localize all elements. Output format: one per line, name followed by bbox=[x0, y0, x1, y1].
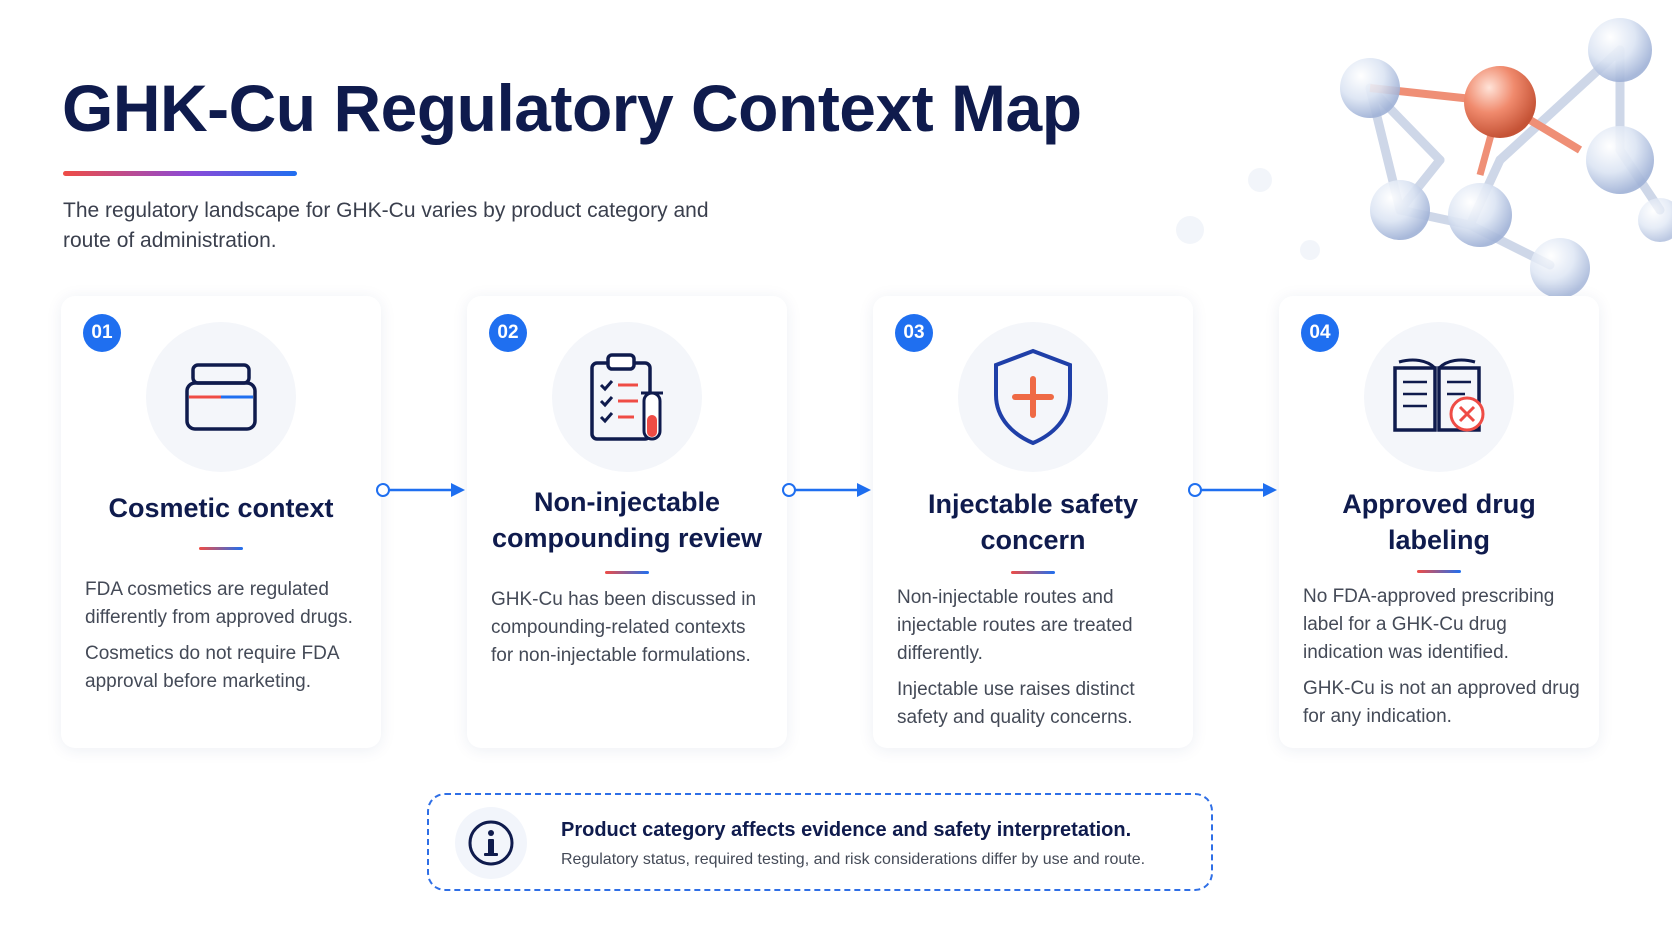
card-divider bbox=[1417, 570, 1461, 573]
step-card-injectable: 03 Injectable safety concern Non-injecta… bbox=[873, 296, 1193, 748]
callout-text: Regulatory status, required testing, and… bbox=[561, 851, 1146, 868]
card-body: GHK-Cu has been discussed in compounding… bbox=[491, 586, 769, 678]
book-x-icon bbox=[1393, 358, 1485, 432]
card-paragraph: No FDA-approved prescribing label for a … bbox=[1303, 586, 1555, 663]
card-title: Injectable safety concern bbox=[927, 489, 1139, 555]
key-takeaway-callout: Product category affects evidence and sa… bbox=[427, 793, 1213, 891]
card-body: FDA cosmetics are regulated differently … bbox=[85, 576, 363, 704]
flow-arrow-icon bbox=[376, 483, 465, 497]
card-divider bbox=[1011, 571, 1055, 574]
page-title: GHK-Cu Regulatory Context Map bbox=[62, 71, 1082, 145]
icon-backdrop bbox=[1364, 322, 1514, 472]
card-paragraph: GHK-Cu is not an approved drug for any i… bbox=[1303, 678, 1580, 727]
page-subtitle: The regulatory landscape for GHK-Cu vari… bbox=[63, 199, 709, 252]
icon-backdrop bbox=[958, 322, 1108, 472]
card-title: Non-injectable compounding review bbox=[491, 487, 763, 553]
info-icon bbox=[468, 820, 514, 866]
step-number-badge: 01 bbox=[83, 314, 121, 352]
card-paragraph: Injectable use raises distinct safety an… bbox=[897, 679, 1135, 728]
step-card-labeling: 04 Approved drug labeling No FDA-approve… bbox=[1279, 296, 1599, 748]
step-number-badge: 04 bbox=[1301, 314, 1339, 352]
step-card-cosmetic: 01 Cosmetic context FDA cosmetics are re… bbox=[61, 296, 381, 748]
card-paragraph: FDA cosmetics are regulated differently … bbox=[85, 579, 353, 628]
step-number-badge: 03 bbox=[895, 314, 933, 352]
card-paragraph: Cosmetics do not require FDA approval be… bbox=[85, 643, 339, 692]
card-paragraph: GHK-Cu has been discussed in compounding… bbox=[491, 589, 757, 666]
icon-backdrop bbox=[552, 322, 702, 472]
card-title: Cosmetic context bbox=[108, 493, 334, 523]
flow-arrow-icon bbox=[782, 483, 871, 497]
card-body: Non-injectable routes and injectable rou… bbox=[897, 584, 1175, 740]
cosmetic-jar-icon bbox=[185, 363, 257, 431]
card-paragraph: Non-injectable routes and injectable rou… bbox=[897, 587, 1133, 664]
card-title: Approved drug labeling bbox=[1342, 489, 1536, 555]
icon-backdrop bbox=[146, 322, 296, 472]
step-card-compounding: 02 Non-injectable compounding review GHK… bbox=[467, 296, 787, 748]
card-divider bbox=[199, 547, 243, 550]
step-number-badge: 02 bbox=[489, 314, 527, 352]
card-divider bbox=[605, 571, 649, 574]
card-body: No FDA-approved prescribing label for a … bbox=[1303, 583, 1581, 739]
icon-backdrop bbox=[455, 807, 527, 879]
shield-plus-icon bbox=[994, 348, 1072, 446]
title-underline bbox=[63, 171, 297, 176]
flow-arrow-icon bbox=[1188, 483, 1277, 497]
callout-title: Product category affects evidence and sa… bbox=[561, 819, 1132, 841]
molecule-illustration-icon bbox=[1176, 18, 1672, 298]
clipboard-checklist-icon bbox=[590, 353, 663, 441]
